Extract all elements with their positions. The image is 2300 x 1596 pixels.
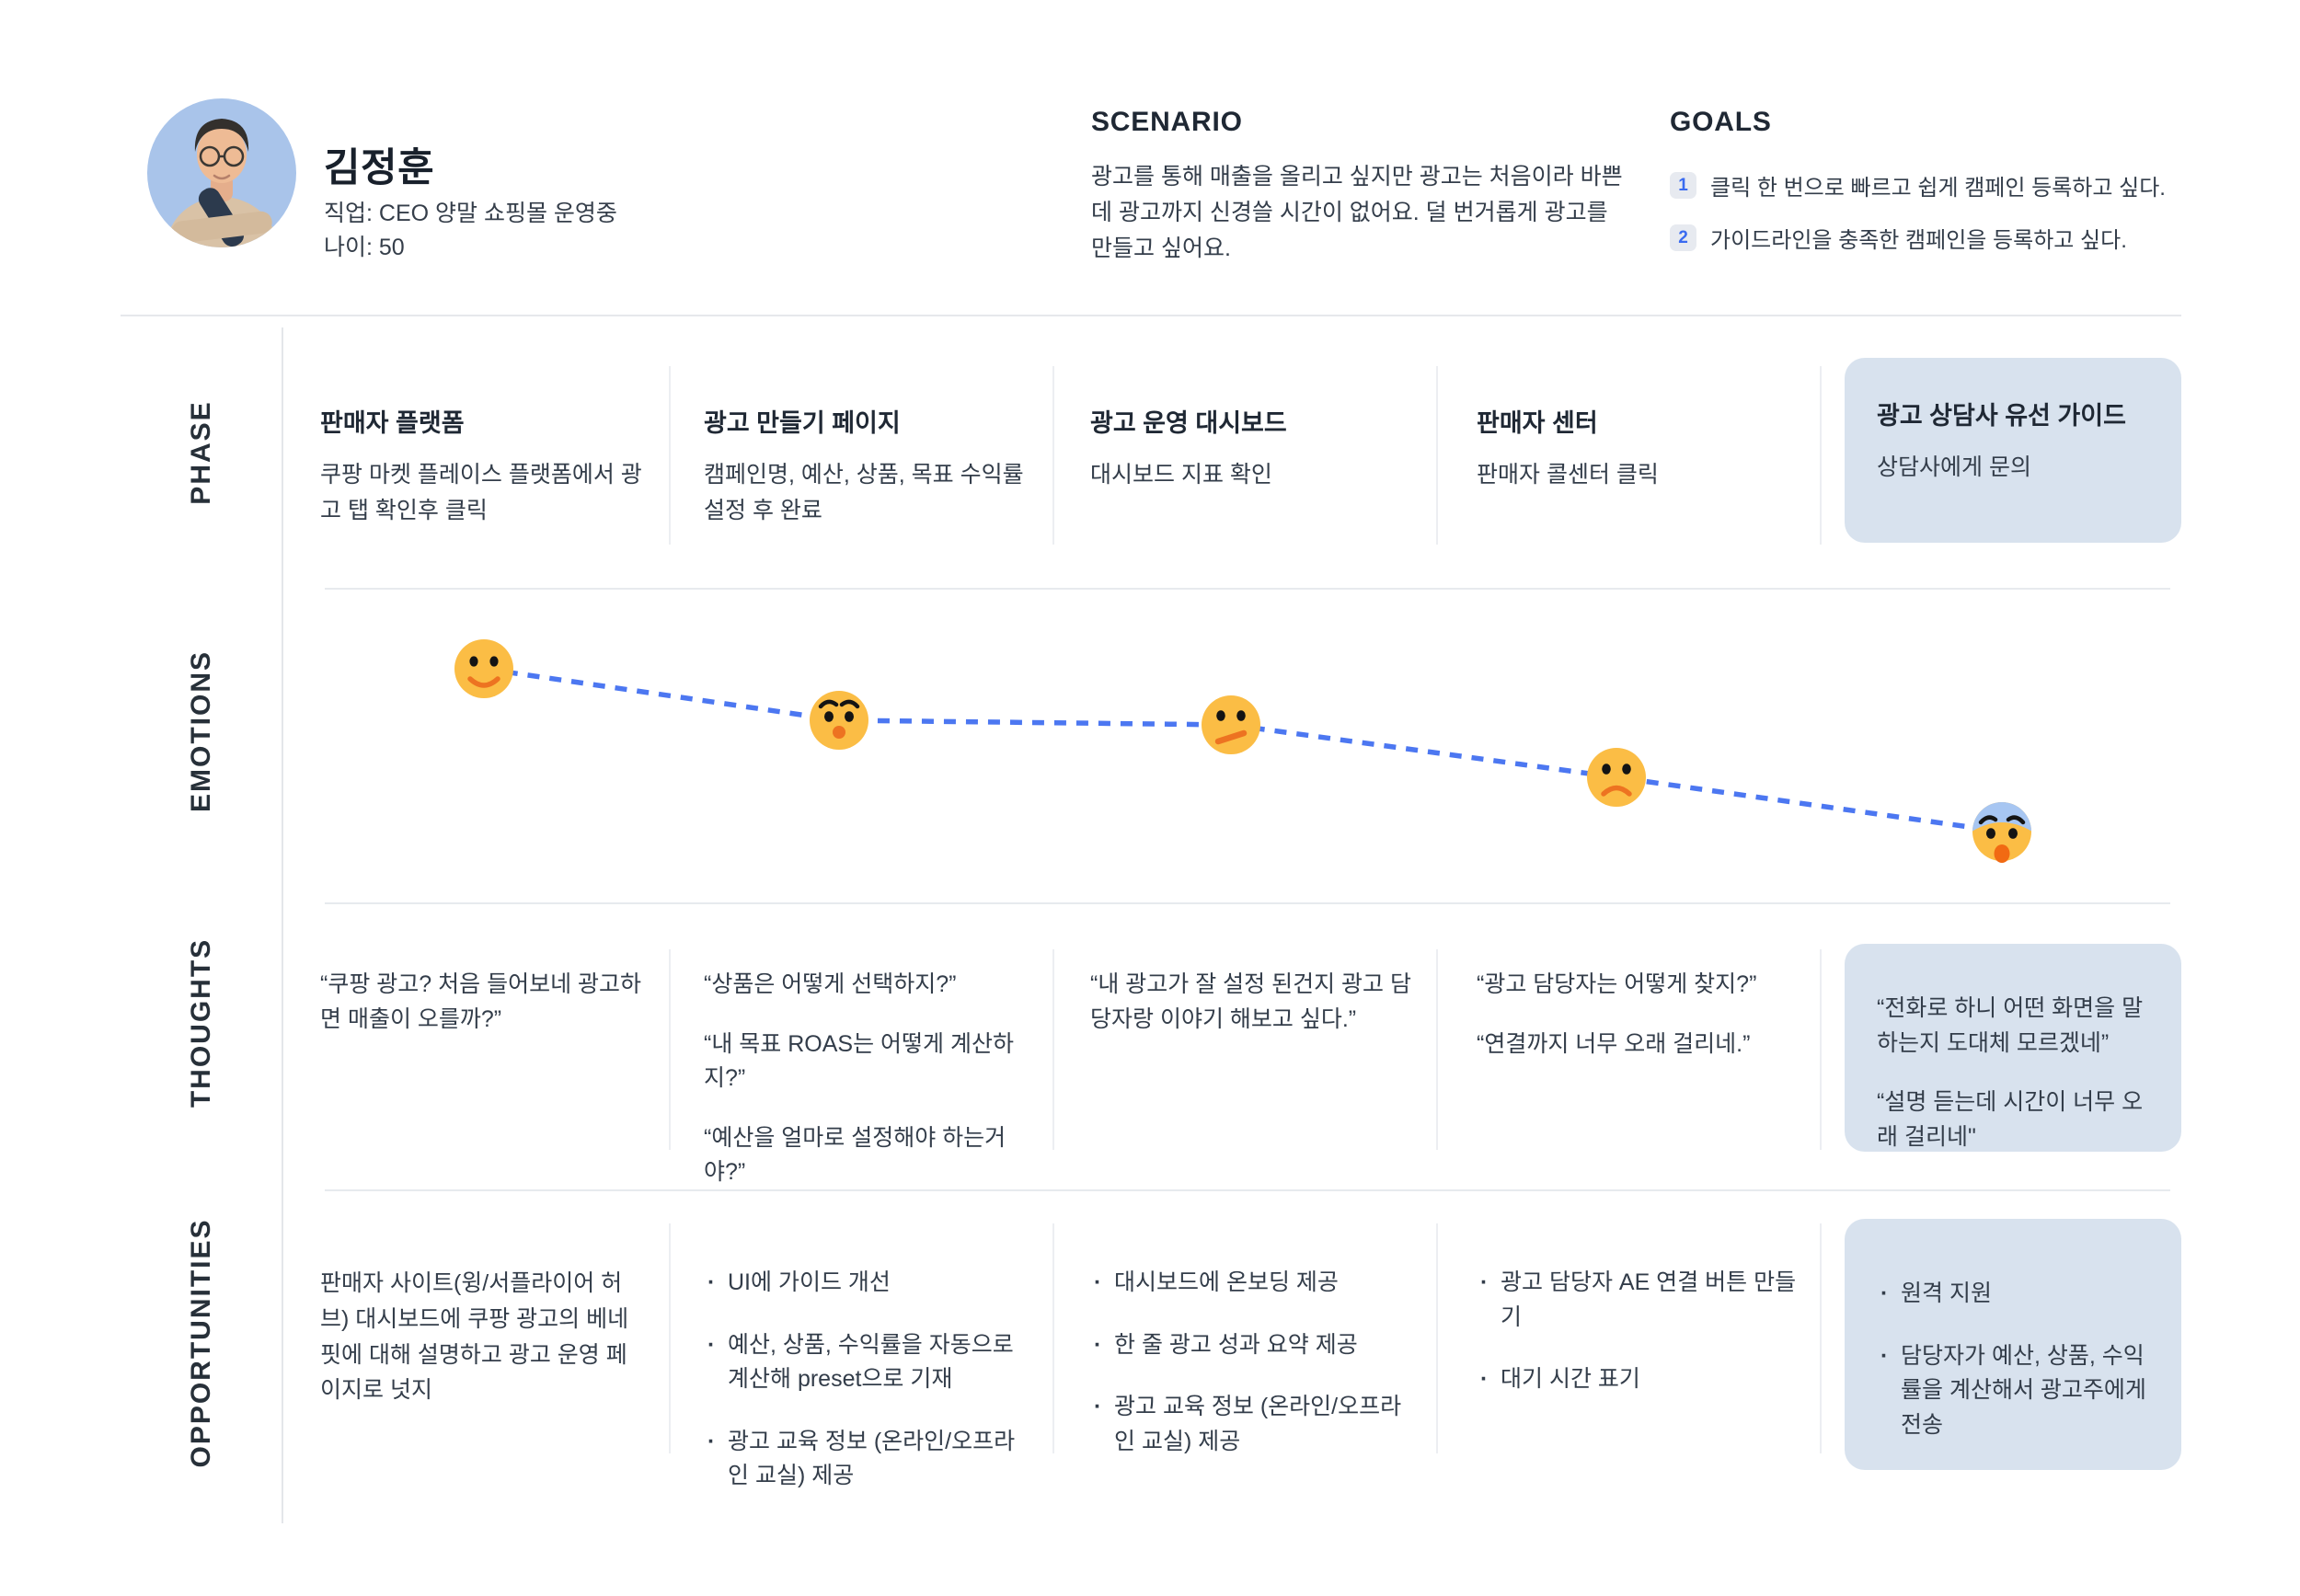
thought-quote: “예산을 얼마로 설정해야 하는거야?” xyxy=(704,1124,1006,1186)
header-divider xyxy=(121,315,2181,316)
phase-title: 판매자 센터 xyxy=(1477,409,1598,437)
column-divider xyxy=(1052,949,1054,1150)
row-divider xyxy=(325,1189,2170,1191)
phase-desc: 캠페인명, 예산, 상품, 목표 수익률 설정 후 완료 xyxy=(704,462,1024,523)
thought-quote: “연결까지 너무 오래 걸리네.” xyxy=(1477,1030,1751,1057)
scenario-title: SCENARIO xyxy=(1091,107,1243,137)
column-divider xyxy=(1436,366,1438,545)
phase-desc: 상담사에게 문의 xyxy=(1877,454,2031,480)
opportunity-item: 광고 담당자 AE 연결 버튼 만들기 xyxy=(1477,1266,1800,1335)
column-divider xyxy=(1820,366,1822,545)
goal-number-badge: 2 xyxy=(1670,224,1696,251)
thought-quote: “쿠팡 광고? 처음 들어보네 광고하면 매출이 오를까?” xyxy=(320,971,642,1032)
column-divider xyxy=(1436,1223,1438,1453)
phase-step-1: 판매자 플랫폼 쿠팡 마켓 플레이스 플랫폼에서 광고 탭 확인후 클릭 xyxy=(320,403,644,529)
thought-quote: “상품은 어떻게 선택하지?” xyxy=(704,971,957,997)
thought-quote: “전화로 하니 어떤 화면을 말하는지 도대체 모르겠네” xyxy=(1877,995,2144,1056)
phase-step-2: 광고 만들기 페이지 캠페인명, 예산, 상품, 목표 수익률 설정 후 완료 xyxy=(704,403,1033,529)
goal-item: 1 클릭 한 번으로 빠르고 쉽게 캠페인 등록하고 싶다. xyxy=(1670,169,2166,201)
column-divider xyxy=(1052,366,1054,545)
emoji-fearful-icon xyxy=(1972,802,2031,863)
phase-desc: 쿠팡 마켓 플레이스 플랫폼에서 광고 탭 확인후 클릭 xyxy=(320,462,642,523)
phase-title: 광고 운영 대시보드 xyxy=(1090,409,1287,437)
phase-title: 광고 상담사 유선 가이드 xyxy=(1877,402,2126,430)
thought-quote: “설명 듣는데 시간이 너무 오래 걸리네" xyxy=(1877,1089,2144,1150)
phase-step-4: 판매자 센터 판매자 콜센터 클릭 xyxy=(1477,403,1800,493)
goals-title: GOALS xyxy=(1670,107,1772,137)
thoughts-step-2: “상품은 어떻게 선택하지?” “내 목표 ROAS는 어떻게 계산하지?” “… xyxy=(704,968,1033,1215)
highlight-card-thoughts xyxy=(1845,944,2181,1152)
column-divider xyxy=(1052,1223,1054,1453)
opportunities-step-3: 대시보드에 온보딩 제공 한 줄 광고 성과 요약 제공 광고 교육 정보 (온… xyxy=(1090,1266,1417,1487)
opportunity-item: 대기 시간 표기 xyxy=(1477,1362,1800,1397)
phase-desc: 판매자 콜센터 클릭 xyxy=(1477,462,1659,488)
phase-title: 광고 만들기 페이지 xyxy=(704,409,901,437)
opportunity-item: 광고 교육 정보 (온라인/오프라인 교실) 제공 xyxy=(1090,1390,1417,1459)
phase-title: 판매자 플랫폼 xyxy=(320,409,465,437)
opportunity-item: 예산, 상품, 수익률을 자동으로 계산해 preset으로 기재 xyxy=(704,1328,1033,1397)
emoji-unsure-icon xyxy=(1202,695,1260,754)
thought-quote: “내 광고가 잘 설정 된건지 광고 담당자랑 이야기 해보고 싶다.” xyxy=(1090,971,1412,1032)
phase-step-5: 광고 상담사 유선 가이드 상담사에게 문의 xyxy=(1877,396,2155,486)
persona-job: 직업: CEO 양말 쇼핑몰 운영중 xyxy=(324,201,617,226)
column-divider xyxy=(669,949,671,1150)
phase-step-3: 광고 운영 대시보드 대시보드 지표 확인 xyxy=(1090,403,1417,493)
scenario-body: 광고를 통해 매출을 올리고 싶지만 광고는 처음이라 바쁜데 광고까지 신경쓸… xyxy=(1091,164,1623,261)
opportunity-item: 광고 교육 정보 (온라인/오프라인 교실) 제공 xyxy=(704,1425,1033,1494)
opportunities-step-4: 광고 담당자 AE 연결 버튼 만들기 대기 시간 표기 xyxy=(1477,1266,1800,1425)
emoji-surprised-icon xyxy=(810,691,868,750)
row-divider xyxy=(325,588,2170,590)
emotion-trend-line xyxy=(483,666,2003,834)
column-divider xyxy=(1820,949,1822,1150)
highlight-card-phase xyxy=(1845,358,2181,543)
row-label-divider xyxy=(282,327,283,1523)
column-divider xyxy=(1436,949,1438,1150)
opportunity-item: 한 줄 광고 성과 요약 제공 xyxy=(1090,1328,1417,1363)
phase-desc: 대시보드 지표 확인 xyxy=(1090,462,1272,488)
goal-text: 클릭 한 번으로 빠르고 쉽게 캠페인 등록하고 싶다. xyxy=(1710,176,2166,201)
persona-age: 나이: 50 xyxy=(324,235,405,260)
opportunity-item: 대시보드에 온보딩 제공 xyxy=(1090,1266,1417,1301)
row-label-opportunities: OPPORTUNITIES xyxy=(186,1218,216,1468)
row-divider xyxy=(325,902,2170,904)
thoughts-step-3: “내 광고가 잘 설정 된건지 광고 담당자랑 이야기 해보고 싶다.” xyxy=(1090,968,1417,1062)
emoji-happy-icon xyxy=(454,639,513,698)
column-divider xyxy=(1820,1223,1822,1453)
emoji-sad-icon xyxy=(1587,748,1646,807)
goal-item: 2 가이드라인을 충족한 캠페인을 등록하고 싶다. xyxy=(1670,222,2127,254)
thoughts-step-5: “전화로 하니 어떤 화면을 말하는지 도대체 모르겠네” “설명 듣는데 시간… xyxy=(1877,992,2155,1179)
opportunity-item: 담당자가 예산, 상품, 수익률을 계산해서 광고주에게 전송 xyxy=(1877,1339,2155,1443)
row-label-thoughts: THOUGHTS xyxy=(186,937,216,1108)
opportunities-step-1: 판매자 사이트(윙/서플라이어 허브) 대시보드에 쿠팡 광고의 베네핏에 대해… xyxy=(320,1266,644,1408)
opportunity-item: 원격 지원 xyxy=(1877,1277,2155,1312)
persona-name: 김정훈 xyxy=(324,146,435,190)
thought-quote: “광고 담당자는 어떻게 찾지?” xyxy=(1477,971,1757,997)
opportunity-item: 판매자 사이트(윙/서플라이어 허브) 대시보드에 쿠팡 광고의 베네핏에 대해… xyxy=(320,1270,629,1404)
goal-number-badge: 1 xyxy=(1670,172,1696,199)
thoughts-step-1: “쿠팡 광고? 처음 들어보네 광고하면 매출이 오를까?” xyxy=(320,968,644,1062)
thoughts-step-4: “광고 담당자는 어떻게 찾지?” “연결까지 너무 오래 걸리네.” xyxy=(1477,968,1800,1086)
thought-quote: “내 목표 ROAS는 어떻게 계산하지?” xyxy=(704,1030,1014,1092)
goal-text: 가이드라인을 충족한 캠페인을 등록하고 싶다. xyxy=(1710,228,2127,253)
persona-avatar xyxy=(147,98,296,247)
opportunities-step-5: 원격 지원 담당자가 예산, 상품, 수익률을 계산해서 광고주에게 전송 xyxy=(1877,1277,2155,1470)
opportunity-item: UI에 가이드 개선 xyxy=(704,1266,1033,1301)
opportunities-step-2: UI에 가이드 개선 예산, 상품, 수익률을 자동으로 계산해 preset으… xyxy=(704,1266,1033,1521)
column-divider xyxy=(669,366,671,545)
column-divider xyxy=(669,1223,671,1453)
